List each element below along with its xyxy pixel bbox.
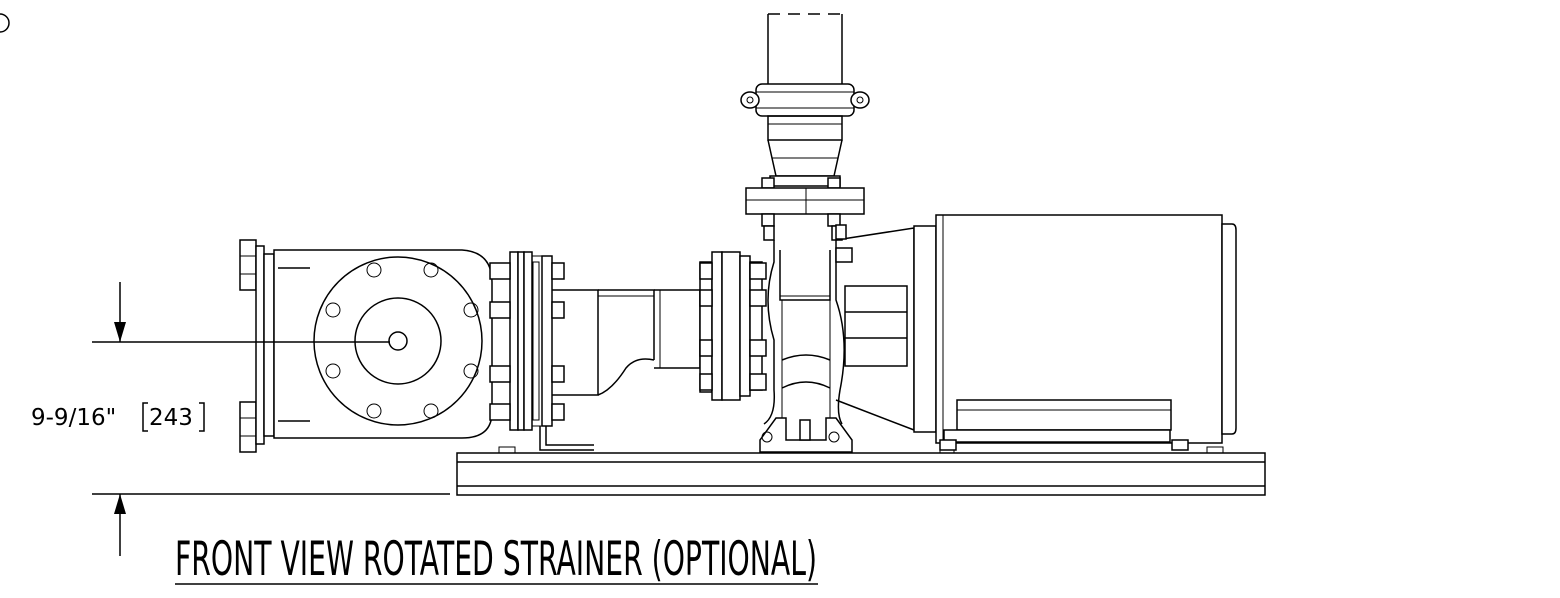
motor-adapter [835,224,915,432]
corner-mark [0,13,10,33]
suction-pipe [552,289,701,396]
height-dimension [92,282,450,556]
discharge-pipe [740,13,870,241]
base-skid [456,446,1266,496]
right-flange-set [699,251,767,401]
dimension-mm: 243 [149,405,193,431]
dimension-bracket-left [142,402,148,432]
left-flange-set [489,251,594,451]
motor [913,214,1237,451]
dimension-inches: 9-9/16" [31,405,116,431]
dimension-bracket-right [199,402,205,432]
view-title: FRONT VIEW ROTATED STRAINER (OPTIONAL) [175,532,817,587]
strainer [239,239,493,453]
pump-casing [759,240,853,453]
